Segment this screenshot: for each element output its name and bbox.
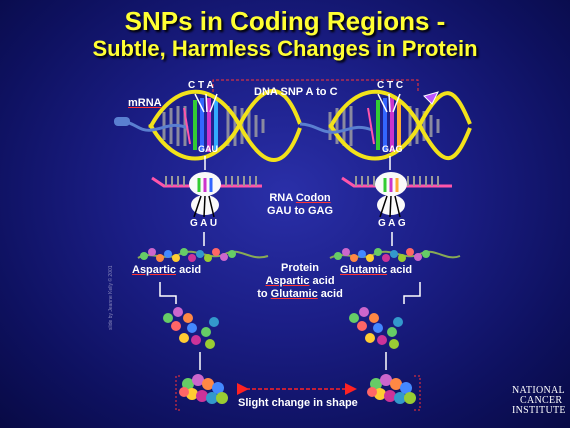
protein-label: Protein — [281, 262, 319, 274]
left-amino-acid-label: Aspartic acid — [132, 264, 202, 276]
nci-logo-line2: CANCER — [520, 395, 563, 406]
right-shape-bracket — [414, 375, 421, 411]
right-dna-helix — [299, 89, 472, 161]
right-amino-acid-label: Glutamic acid — [340, 264, 413, 276]
left-folding-protein — [163, 307, 219, 349]
mrna-label: mRNA — [128, 97, 162, 109]
rna-codon-label: RNA Codon — [269, 192, 331, 204]
nci-logo: NATIONAL CANCER INSTITUTE — [512, 386, 568, 416]
slide-subtitle: Subtle, Harmless Changes in Protein — [92, 36, 478, 61]
snp-dashed-frame — [212, 79, 419, 92]
rna-codon-change: GAU to GAG — [267, 205, 333, 217]
nci-logo-line1: NATIONAL — [512, 385, 565, 396]
left-dna-helix — [114, 89, 302, 162]
right-ribosome — [341, 172, 452, 218]
right-folded-protein — [367, 374, 416, 404]
left-mrna-codon: GAU — [198, 144, 218, 154]
right-dna-codon: C T C — [377, 80, 404, 91]
shape-change-label: Slight change in shape — [238, 397, 358, 409]
right-peptide-chain — [329, 248, 461, 262]
nci-logo-line3: INSTITUTE — [512, 405, 566, 416]
right-mrna-codon: GAG — [382, 144, 403, 154]
dna-snp-label: DNA SNP A to C — [254, 86, 338, 98]
slide-title: SNPs in Coding Regions - — [124, 6, 446, 36]
protein-change-line2: to Glutamic acid — [257, 288, 343, 300]
left-dna-codon: C T A — [188, 80, 214, 91]
left-rna-codon: G A U — [190, 218, 218, 229]
left-peptide-chain — [137, 248, 269, 262]
slide-credit: slide by Jeanne Kelly © 2001 — [108, 265, 114, 330]
right-folding-protein — [349, 307, 403, 349]
left-folded-protein — [179, 374, 228, 404]
left-shape-bracket — [175, 375, 180, 411]
left-ribosome — [151, 172, 262, 218]
right-rna-codon: G A G — [378, 218, 406, 229]
snp-marker-icon — [423, 91, 439, 105]
protein-change-line1: Aspartic acid — [265, 275, 335, 287]
